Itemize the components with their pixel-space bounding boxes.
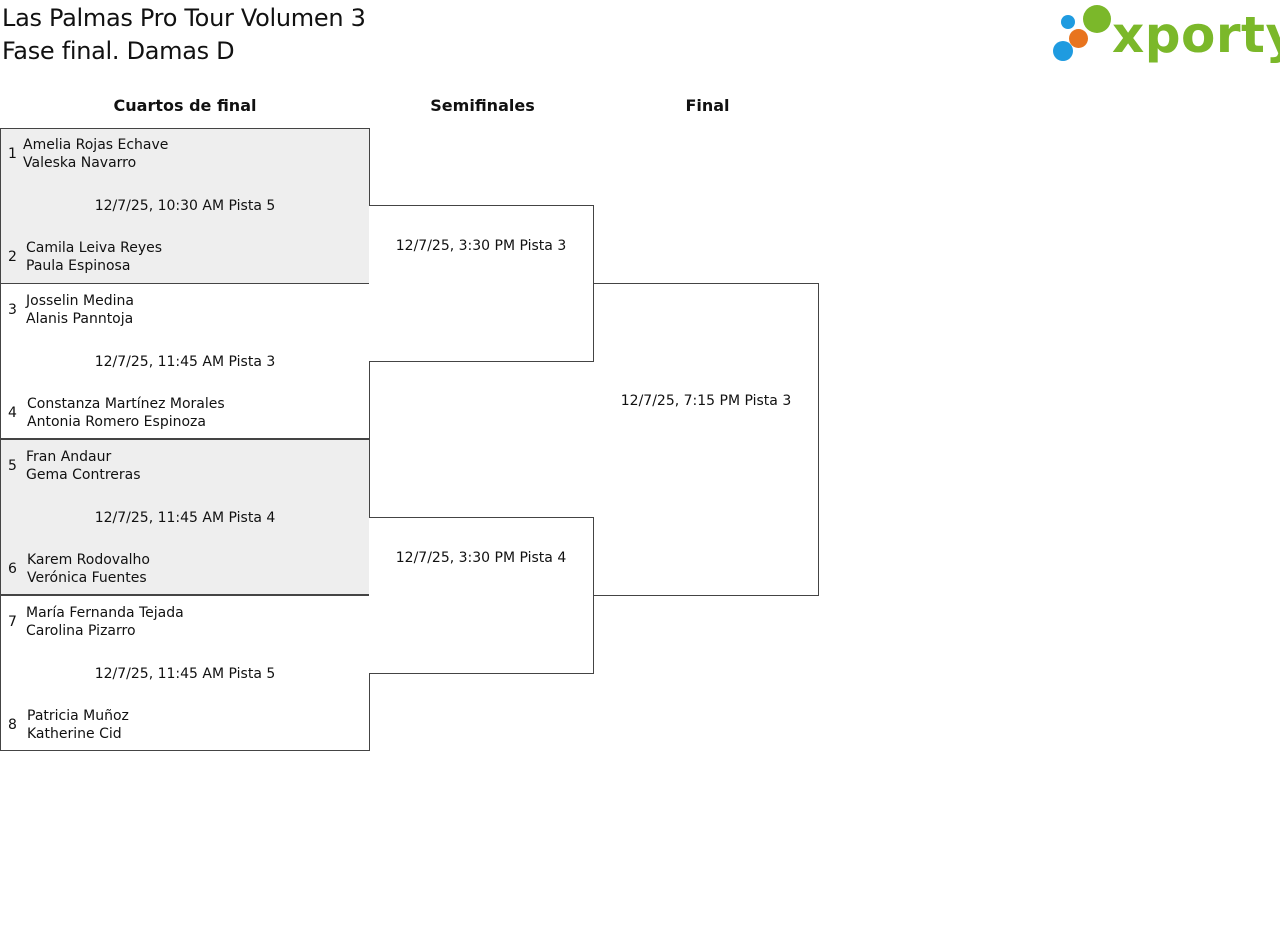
player-name: Katherine Cid <box>27 726 122 742</box>
team-seed: 4 <box>8 405 17 421</box>
team-seed: 7 <box>8 614 17 630</box>
team-entry: Camila Leiva Reyes Paula Espinosa <box>26 239 162 275</box>
team-seed: 6 <box>8 561 17 577</box>
match-schedule: 12/7/25, 10:30 AM Pista 5 <box>94 198 276 214</box>
team-seed: 1 <box>8 146 17 162</box>
page-title: Las Palmas Pro Tour Volumen 3 <box>2 4 366 32</box>
quarterfinal-match-3: 5 Fran Andaur Gema Contreras 12/7/25, 11… <box>0 439 370 595</box>
player-name: Alanis Panntoja <box>26 311 134 327</box>
round-label-semifinals: Semifinales <box>430 96 535 115</box>
team-seed: 3 <box>8 302 17 318</box>
team-entry: Patricia Muñoz Katherine Cid <box>27 707 129 743</box>
player-name: Gema Contreras <box>26 467 141 483</box>
player-name: Camila Leiva Reyes <box>26 240 163 256</box>
round-label-final: Final <box>685 96 730 115</box>
team-entry: Josselin Medina Alanis Panntoja <box>26 292 134 328</box>
match-schedule: 12/7/25, 7:15 PM Pista 3 <box>620 393 792 409</box>
match-schedule: 12/7/25, 11:45 AM Pista 3 <box>94 354 276 370</box>
match-schedule: 12/7/25, 11:45 AM Pista 4 <box>94 510 276 526</box>
quarterfinal-match-4: 7 María Fernanda Tejada Carolina Pizarro… <box>0 595 370 751</box>
logo-dot-green <box>1083 5 1111 33</box>
logo-dot-blue-small <box>1061 15 1075 29</box>
quarterfinal-match-2: 3 Josselin Medina Alanis Panntoja 12/7/2… <box>0 283 370 439</box>
quarterfinal-match-1: 1 Amelia Rojas Echave Valeska Navarro 12… <box>0 128 370 284</box>
final-match: 12/7/25, 7:15 PM Pista 3 <box>594 283 819 596</box>
team-seed: 5 <box>8 458 17 474</box>
logo-wordmark: xporty <box>1112 6 1280 64</box>
player-name: Paula Espinosa <box>26 258 131 274</box>
player-name: María Fernanda Tejada <box>26 605 184 621</box>
player-name: Carolina Pizarro <box>26 623 136 639</box>
player-name: Verónica Fuentes <box>27 570 147 586</box>
team-entry: Amelia Rojas Echave Valeska Navarro <box>23 136 168 172</box>
team-entry: Constanza Martínez Morales Antonia Romer… <box>27 395 225 431</box>
semifinal-match-2: 12/7/25, 3:30 PM Pista 4 <box>369 517 594 674</box>
logo-dot-orange <box>1069 29 1088 48</box>
team-seed: 2 <box>8 249 17 265</box>
semifinal-match-1: 12/7/25, 3:30 PM Pista 3 <box>369 205 594 362</box>
player-name: Josselin Medina <box>26 293 134 309</box>
match-schedule: 12/7/25, 3:30 PM Pista 3 <box>395 238 567 254</box>
player-name: Amelia Rojas Echave <box>23 137 169 153</box>
round-label-quarterfinals: Cuartos de final <box>113 96 257 115</box>
player-name: Patricia Muñoz <box>27 708 129 724</box>
match-schedule: 12/7/25, 11:45 AM Pista 5 <box>94 666 276 682</box>
xporty-logo: xporty <box>1050 2 1280 68</box>
team-entry: Fran Andaur Gema Contreras <box>26 448 141 484</box>
player-name: Fran Andaur <box>26 449 112 465</box>
match-schedule: 12/7/25, 3:30 PM Pista 4 <box>395 550 567 566</box>
team-seed: 8 <box>8 717 17 733</box>
team-entry: Karem Rodovalho Verónica Fuentes <box>27 551 150 587</box>
page-subtitle: Fase final. Damas D <box>2 37 235 65</box>
logo-dot-blue-large <box>1053 41 1073 61</box>
player-name: Karem Rodovalho <box>27 552 150 568</box>
player-name: Constanza Martínez Morales <box>27 396 225 412</box>
player-name: Antonia Romero Espinoza <box>27 414 206 430</box>
team-entry: María Fernanda Tejada Carolina Pizarro <box>26 604 184 640</box>
player-name: Valeska Navarro <box>23 155 137 171</box>
